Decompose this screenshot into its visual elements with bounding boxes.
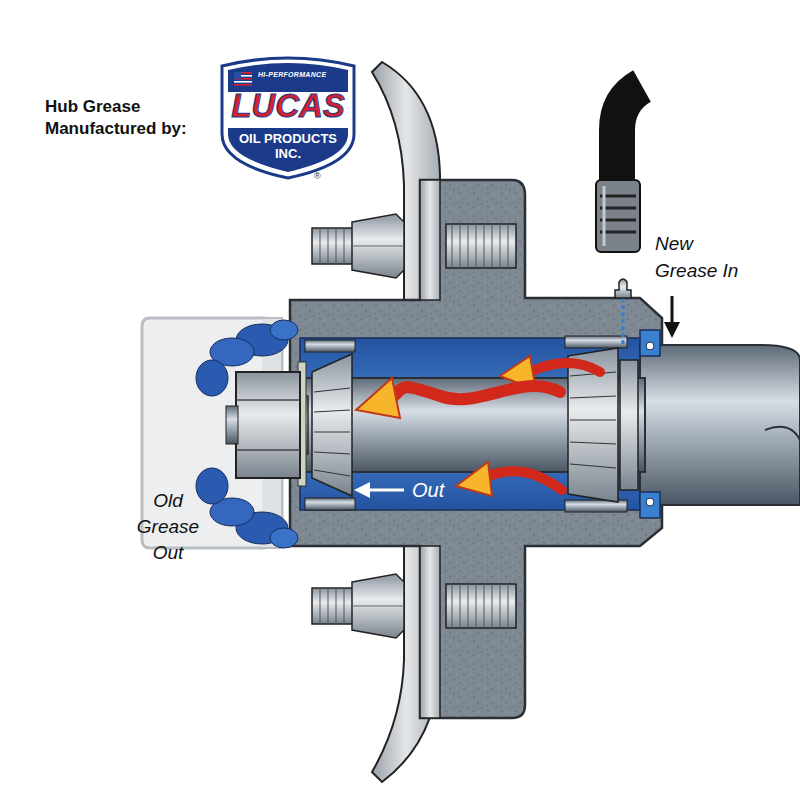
inner-bearing-shape <box>570 396 616 398</box>
wheel-stud-shape <box>312 588 354 624</box>
hub-body-shape <box>290 180 662 718</box>
wheel-stud-shape <box>452 584 508 628</box>
logo-badge: HI-PERFORMANCE LUCAS OIL PRODUCTS INC. <box>218 52 358 180</box>
inner-bearing-shape <box>570 420 616 421</box>
grease-cavity <box>300 338 645 510</box>
in-arrow-shape <box>664 322 680 338</box>
flow-arrow-shape <box>530 363 600 372</box>
old-grease-shape <box>270 320 298 340</box>
registered-mark: ® <box>314 171 328 181</box>
grease-gun-shape <box>617 86 642 182</box>
wheel-stud-shape <box>344 588 345 624</box>
wheel-stud-shape <box>336 228 337 264</box>
wheel-stud-shape <box>328 228 329 264</box>
outer-bearing-shape <box>314 410 350 412</box>
old-grease-shape <box>196 468 228 504</box>
grease-seal-shape <box>640 492 660 518</box>
grease-gun <box>596 86 642 252</box>
flag-canton <box>234 72 241 79</box>
in-arrow-shape <box>671 296 674 324</box>
flow-note: Old Grease Out <box>132 488 204 566</box>
logo-text: LUCAS <box>218 87 358 125</box>
wheel-stud-shape <box>446 224 516 268</box>
inner-bearing-shape <box>570 442 616 444</box>
inner-bearing-shape <box>565 336 627 348</box>
hub-body <box>290 180 662 718</box>
out-arrow <box>354 482 404 498</box>
wheel-stud-shape <box>352 214 404 278</box>
flag-stripe <box>234 81 252 83</box>
wheel-stud-shape <box>320 588 321 624</box>
axle-nut-shape <box>236 399 300 401</box>
outer-bearing-shape <box>314 388 350 392</box>
grease-seal-shape <box>646 342 654 350</box>
grease-gun-shape <box>596 180 640 252</box>
wheel-stud-shape <box>320 228 321 264</box>
flow-arrow-shape <box>488 471 562 490</box>
grease-gun-shape <box>603 186 606 246</box>
wheel-stud-shape <box>352 574 404 638</box>
outer-bearing-shape <box>312 354 352 496</box>
flow-arrow-shape <box>392 386 560 399</box>
heading: Hub Grease Manufactured by: <box>45 96 195 140</box>
grease-cavity-shape <box>300 338 645 510</box>
axle-nut-shape <box>236 449 300 451</box>
grease-fitting-shape <box>615 279 631 298</box>
flag-stripe <box>234 84 252 86</box>
wheel-stud-shape <box>336 588 337 624</box>
logo-text: HI-PERFORMANCE <box>258 71 348 78</box>
logo-band <box>228 128 348 172</box>
spindle-shape <box>640 345 800 505</box>
grease-fitting-shape <box>622 298 625 345</box>
old-grease-shape <box>270 528 298 548</box>
outer-bearing-shape <box>305 498 355 510</box>
out-arrow-shape <box>368 489 404 492</box>
logo-text: OIL PRODUCTS INC. <box>232 131 344 161</box>
hub-body-shape <box>420 546 440 718</box>
in-arrow <box>664 296 680 338</box>
inner-bearing-shape <box>570 464 616 468</box>
flow-arrow-shape <box>356 378 400 418</box>
outer-bearing-shape <box>314 452 350 454</box>
flow-arrow <box>356 356 600 496</box>
flag-icon <box>234 72 252 86</box>
outer-bearing-shape <box>314 432 350 433</box>
wheel-stud-shape <box>352 246 404 247</box>
wheel-stud-shape <box>452 224 508 268</box>
axle-nut-shape <box>236 372 300 478</box>
wheel-stud-shape <box>446 584 516 628</box>
grease-seal-shape <box>646 498 654 506</box>
wheel-stud-shape <box>352 606 404 607</box>
outer-bearing-shape <box>305 340 355 352</box>
hub-body-shape <box>420 180 440 300</box>
grease-seal-shape <box>640 330 660 356</box>
spindle <box>238 345 800 505</box>
inner-bearing-shape <box>620 360 638 490</box>
wheel-stud-shape <box>328 588 329 624</box>
flow-arrow-shape <box>456 462 492 496</box>
out-arrow-shape <box>354 482 370 498</box>
axle-nut <box>226 372 300 478</box>
grease-fitting <box>615 279 631 345</box>
grease-seal <box>640 330 660 518</box>
wheel-stud-shape <box>312 228 354 264</box>
outer-bearing-shape <box>314 470 350 476</box>
outer-bearing <box>298 340 355 510</box>
flow-note: New Grease In <box>655 230 747 284</box>
axle-nut-shape <box>226 406 238 444</box>
wheel-stud <box>312 214 516 638</box>
flow-note: Out <box>412 478 462 502</box>
spindle-shape <box>765 427 800 440</box>
old-grease-shape <box>196 360 228 396</box>
wheel-stud-shape <box>344 228 345 264</box>
